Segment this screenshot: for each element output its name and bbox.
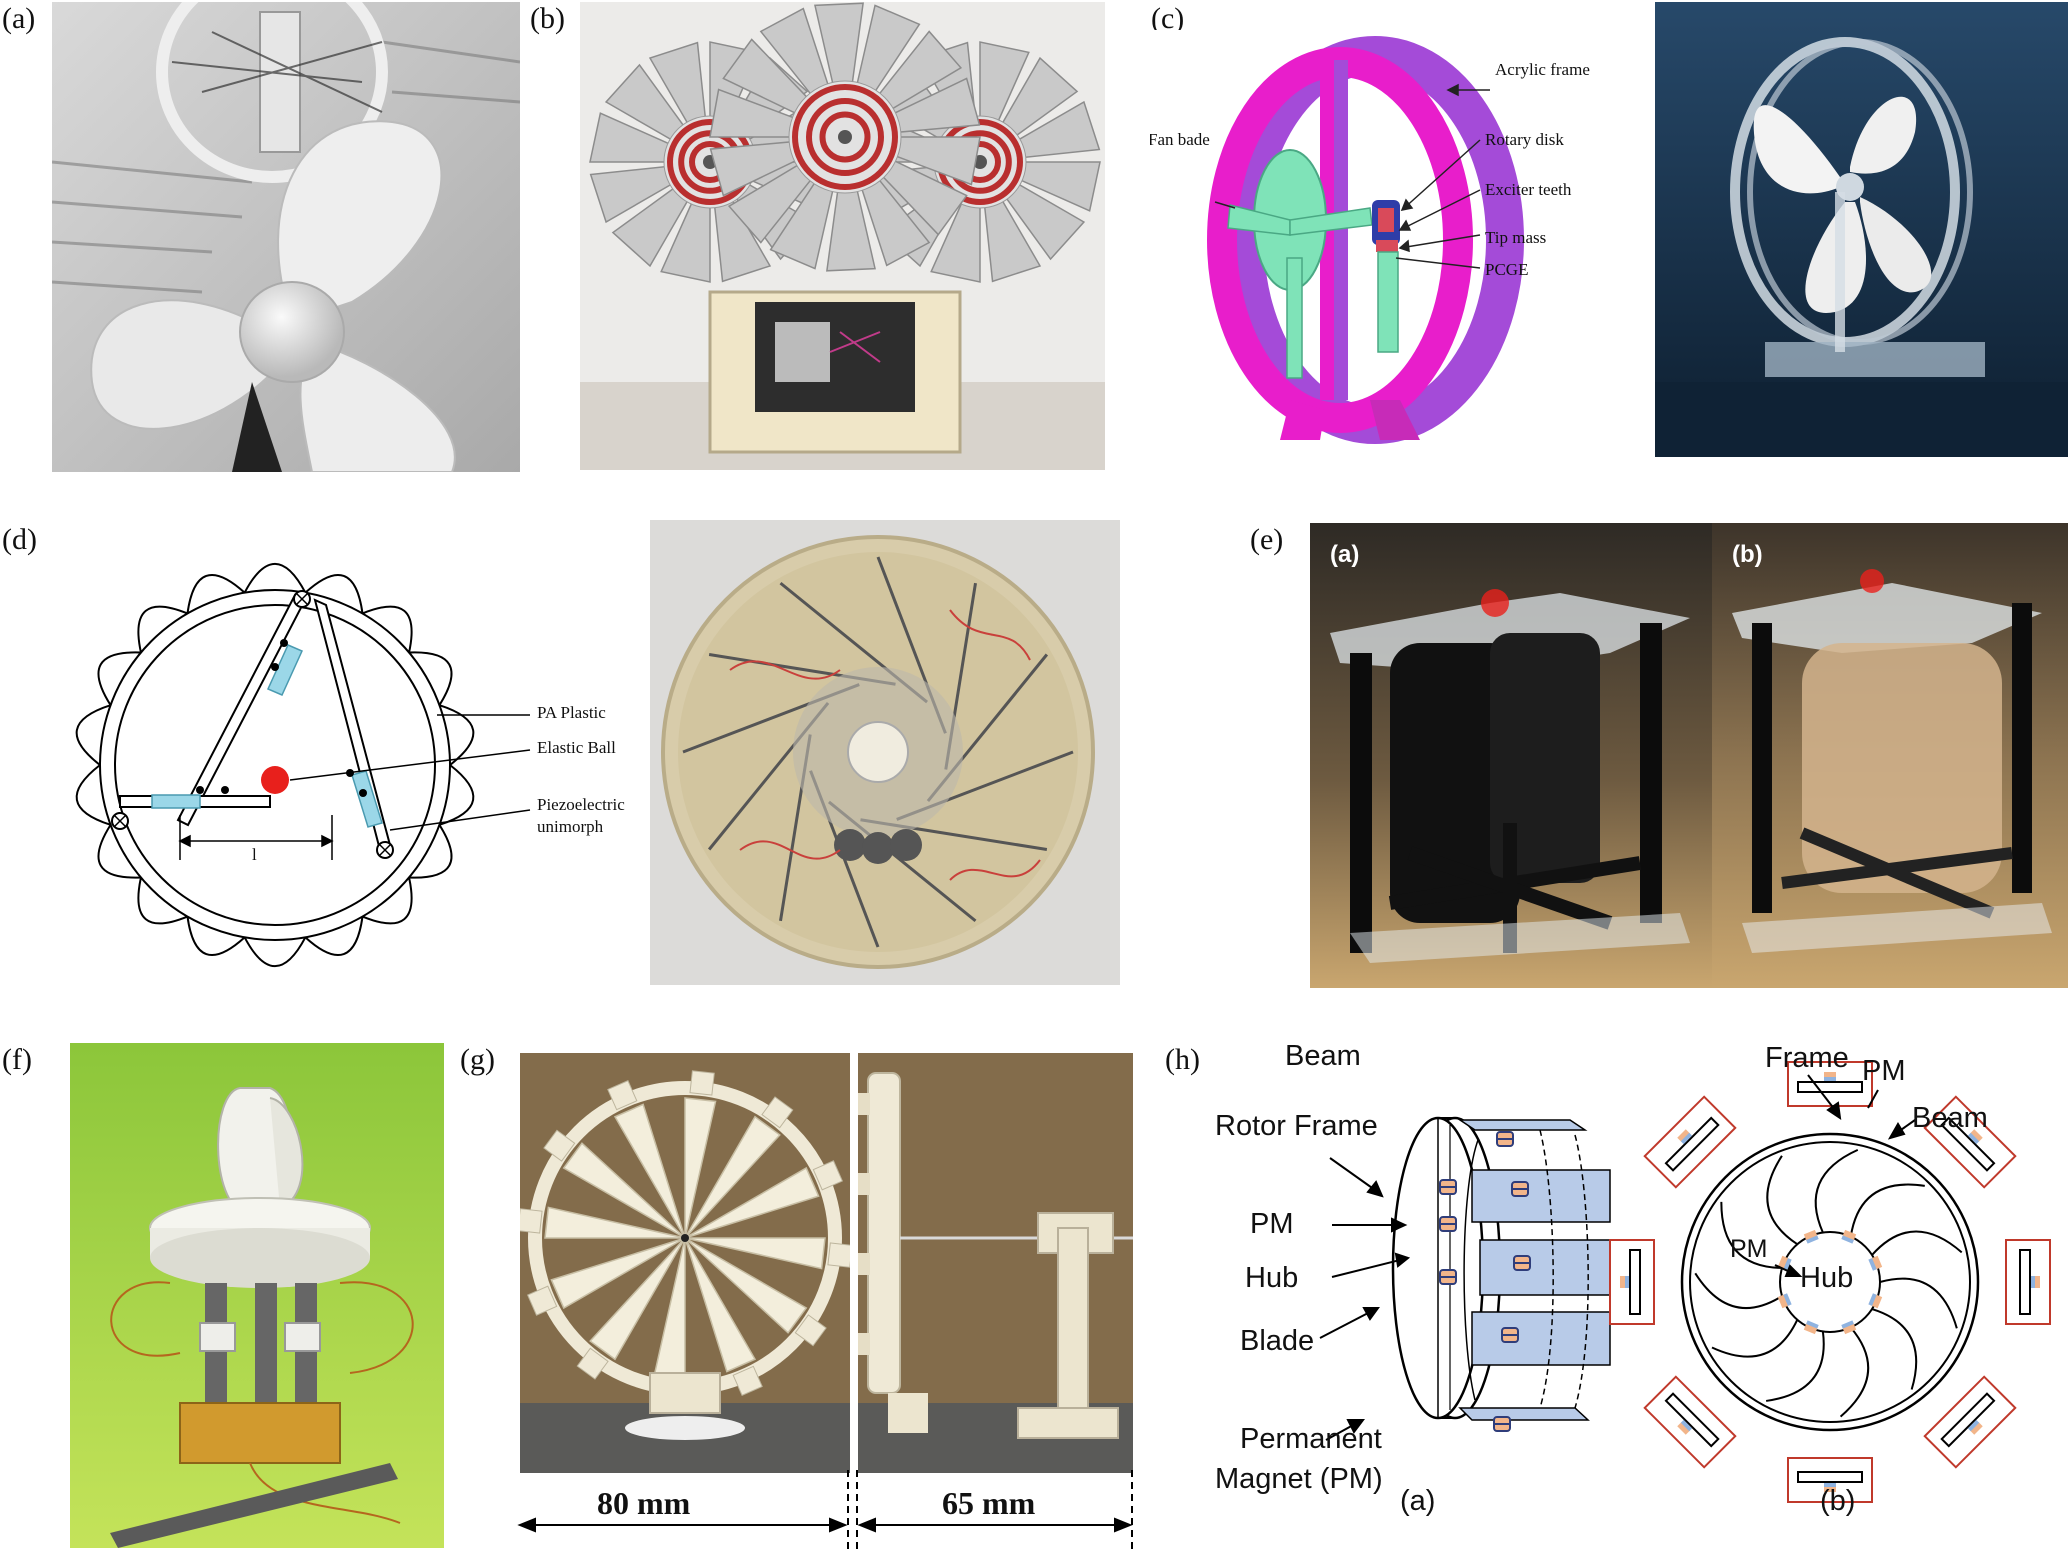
label-h-pm: PM xyxy=(1250,1208,1294,1240)
panel-label-f: (f) xyxy=(2,1043,32,1076)
callout-elastic-ball: Elastic Ball xyxy=(537,738,616,757)
label-h-permanent: Permanent xyxy=(1240,1423,1382,1455)
sub-label-h-b: (b) xyxy=(1820,1485,1856,1517)
label-h-hub: Hub xyxy=(1245,1262,1299,1294)
callout-piezoelectric: Piezoelectric xyxy=(537,795,625,814)
photo-wheel-side xyxy=(858,1053,1133,1473)
panel-label-b: (b) xyxy=(530,2,565,35)
callout-exciter-teeth: Exciter teeth xyxy=(1485,180,1572,199)
label-h-blade: Blade xyxy=(1240,1325,1315,1357)
callout-tip-mass: Tip mass xyxy=(1485,228,1547,247)
photo-wheel-front xyxy=(520,1053,850,1473)
schematic-piezo-ring: PA Plastic Elastic Ball Piezoelectric un… xyxy=(70,525,650,980)
callout-unimorph: unimorph xyxy=(537,817,604,836)
panel-label-a: (a) xyxy=(2,2,36,35)
callout-fan-blade: Fan bade xyxy=(1150,130,1210,149)
panel-label-c: (c) xyxy=(1151,2,1185,35)
sub-label-e-a: (a) xyxy=(1330,541,1360,568)
photo-fan-propeller xyxy=(52,2,520,472)
sub-label-h-a: (a) xyxy=(1400,1485,1436,1517)
callout-acrylic-frame: Acrylic frame xyxy=(1495,60,1590,79)
photo-green-harvester xyxy=(70,1043,444,1548)
rotor-center xyxy=(709,2,981,272)
label-h-rotor-frame: Rotor Frame xyxy=(1215,1110,1378,1142)
dimension-arrows-g xyxy=(517,1470,1133,1550)
cad-fan-frame-diagram: Acrylic frame Fan bade Rotary disk Excit… xyxy=(1150,30,1655,470)
label-h-pm-hub: PM xyxy=(1730,1235,1768,1263)
callout-pa-plastic: PA Plastic xyxy=(537,703,606,722)
photo-savonius-black: (a) xyxy=(1310,523,1712,988)
label-h-beam: Beam xyxy=(1285,1040,1361,1072)
callout-pcge: PCGE xyxy=(1485,260,1529,279)
photo-piezo-ring-prototype xyxy=(650,520,1120,985)
panel-label-g: (g) xyxy=(460,1043,495,1076)
photo-fan-in-wind-tunnel xyxy=(1655,2,2068,457)
label-h-frame: Frame xyxy=(1765,1042,1849,1074)
panel-label-d: (d) xyxy=(2,523,37,556)
panel-label-e: (e) xyxy=(1250,523,1284,556)
schematic-rotor-magnets: Beam Rotor Frame PM Hub Blade Permanent … xyxy=(1210,1040,2068,1553)
sub-label-e-b: (b) xyxy=(1732,541,1763,568)
dimension-label-l: l xyxy=(252,845,257,864)
dimension-65mm: 65 mm xyxy=(942,1485,1036,1521)
label-h-hub-right: Hub xyxy=(1800,1262,1854,1294)
panel-label-h: (h) xyxy=(1165,1043,1200,1076)
dimension-80mm: 80 mm xyxy=(597,1485,691,1521)
photo-savonius-clear: (b) xyxy=(1712,523,2068,988)
callout-rotary-disk: Rotary disk xyxy=(1485,130,1564,149)
photo-triple-rotor-harvester xyxy=(580,2,1105,470)
label-h-magnet-pm: Magnet (PM) xyxy=(1215,1463,1383,1495)
label-h-beam-right: Beam xyxy=(1912,1102,1988,1134)
label-h-pm-right: PM xyxy=(1862,1055,1906,1087)
